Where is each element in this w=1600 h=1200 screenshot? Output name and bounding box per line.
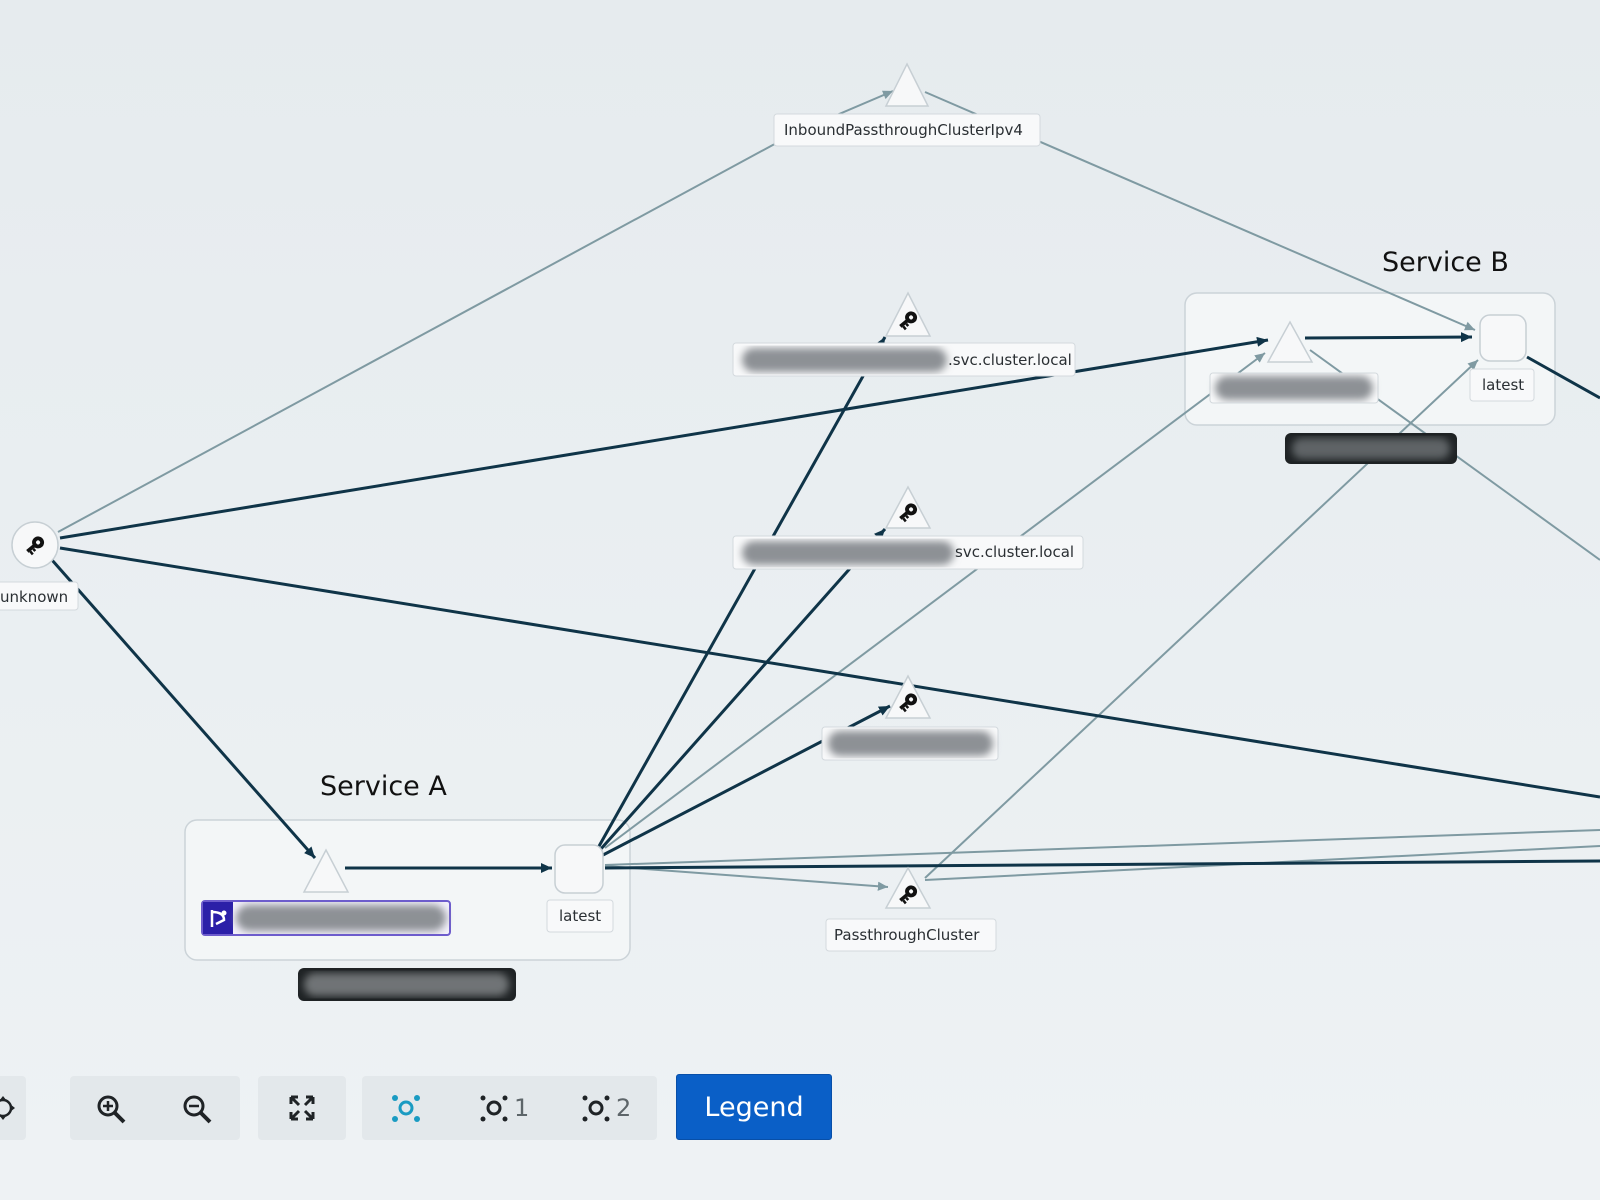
edge[interactable] (596, 336, 887, 849)
key-icon (899, 503, 918, 523)
edge[interactable] (1304, 332, 1473, 343)
zoom-out-icon (183, 1095, 212, 1124)
inbound-passthrough-label: InboundPassthroughClusterIpv4 (784, 121, 1023, 139)
service-a-title: Service A (320, 771, 447, 802)
layout-icon (480, 1095, 508, 1122)
edge[interactable] (604, 829, 1600, 866)
graph-toolbar: 1 2 Legend (0, 1070, 860, 1146)
service-b-workload-node[interactable]: latest (1469, 314, 1535, 402)
layout-1-button[interactable]: 1 (478, 1092, 529, 1124)
unknown-node[interactable]: unknown (0, 521, 79, 611)
layout-2-number: 2 (616, 1094, 632, 1122)
zoom-controls (70, 1076, 240, 1140)
layout-icon (582, 1095, 610, 1122)
layout-icon (392, 1095, 420, 1122)
edge[interactable] (59, 336, 1269, 540)
key-icon (899, 885, 918, 905)
service-b-workload-label: latest (1482, 376, 1524, 394)
edge[interactable] (50, 559, 317, 859)
pan-button[interactable] (0, 1076, 26, 1140)
svc-cluster-local-node-2[interactable]: svc.cluster.local (732, 485, 1084, 570)
fit-view-icon (289, 1095, 315, 1121)
edge[interactable] (59, 546, 1600, 799)
layout-1-number: 1 (514, 1094, 530, 1122)
svc-cluster-local-node-1[interactable]: .svc.cluster.local (732, 291, 1076, 377)
fit-view-button[interactable] (258, 1076, 346, 1140)
key-icon (899, 311, 918, 331)
edge[interactable] (604, 859, 1600, 870)
redacted-label (236, 905, 446, 931)
redacted-label (828, 731, 993, 756)
zoom-in-button[interactable] (96, 1094, 126, 1124)
zoom-in-icon (97, 1095, 126, 1124)
service-b-service-node[interactable] (1209, 320, 1379, 404)
passthrough-cluster-label: PassthroughCluster (834, 926, 980, 944)
zoom-out-button[interactable] (182, 1094, 212, 1124)
passthrough-cluster-node[interactable]: PassthroughCluster (825, 866, 997, 952)
redacted-label (742, 541, 954, 565)
edge[interactable] (604, 352, 1266, 849)
edge[interactable] (598, 528, 887, 851)
redacted-label (742, 348, 947, 372)
key-icon (899, 693, 918, 713)
redacted-label (1215, 376, 1373, 400)
legend-button[interactable]: Legend (676, 1074, 832, 1140)
pan-icon (0, 1096, 15, 1120)
key-icon (26, 536, 45, 556)
virtual-service-icon (203, 902, 233, 934)
service-a-workload-label: latest (559, 907, 601, 925)
edge[interactable] (57, 139, 783, 533)
edge[interactable] (604, 865, 889, 891)
service-a-workload-node[interactable]: latest (546, 844, 614, 933)
svc-cluster-local-label-2: svc.cluster.local (955, 543, 1074, 561)
service-b-title: Service B (1382, 247, 1509, 278)
layout-controls: 1 2 (362, 1076, 657, 1140)
service-a-service-node[interactable] (201, 848, 451, 936)
redacted-service-node[interactable] (821, 674, 999, 761)
layout-2-button[interactable]: 2 (580, 1092, 631, 1124)
inbound-passthrough-node[interactable]: InboundPassthroughClusterIpv4 (773, 62, 1041, 147)
layout-default-button[interactable] (390, 1092, 422, 1124)
edge[interactable] (1526, 355, 1600, 400)
svc-cluster-local-label-1: .svc.cluster.local (948, 351, 1072, 369)
unknown-label: unknown (0, 588, 68, 606)
